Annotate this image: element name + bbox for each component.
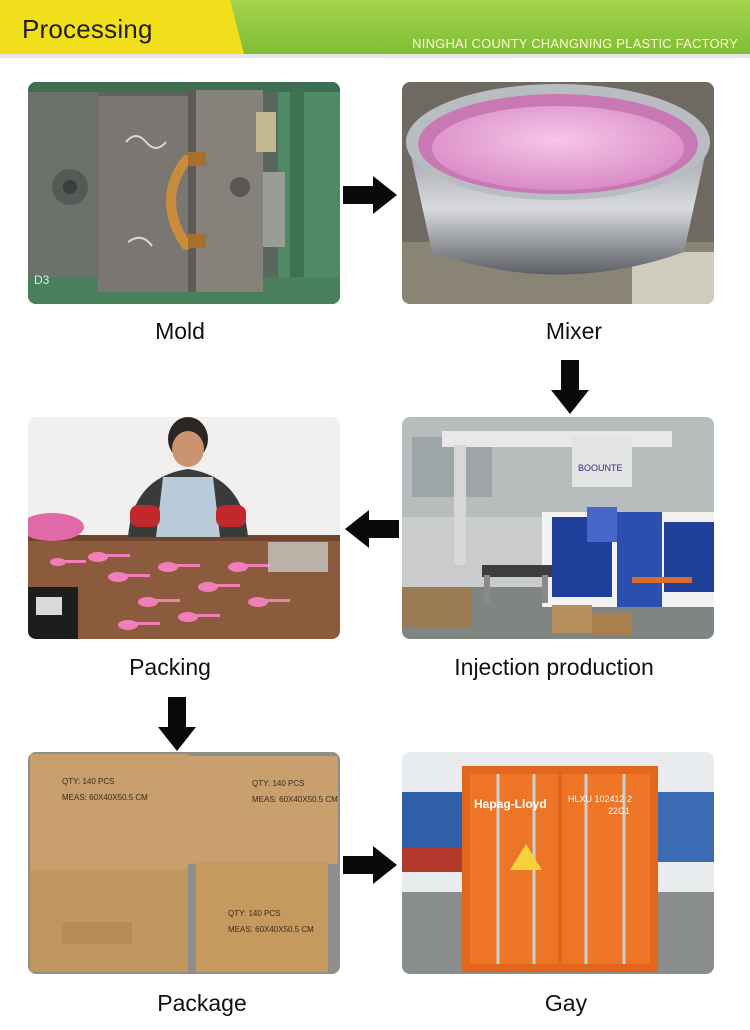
mold-photo: D3 — [28, 82, 340, 304]
arrow-down-icon — [551, 360, 589, 414]
arrow-right-icon — [343, 846, 397, 884]
page-title: Processing — [22, 14, 153, 44]
banner-background — [0, 0, 750, 58]
box-meas-1: MEAS: 60X40X50.5 CM — [62, 793, 148, 802]
arrow-right-icon — [343, 176, 397, 214]
container-photo: Hapag-Lloyd HLXU 102412 2 22G1 — [402, 752, 714, 974]
caption-container: Gay — [544, 990, 588, 1016]
container-brand: Hapag-Lloyd — [474, 797, 547, 811]
box-qty-3: QTY: 140 PCS — [228, 909, 280, 918]
machine-brand: BOOUNTE — [578, 463, 623, 473]
box-meas-3: MEAS: 60X40X50.5 CM — [228, 925, 314, 934]
box-meas-2: MEAS: 60X40X50.5 CM — [252, 795, 338, 804]
container-code: 22G1 — [608, 806, 630, 816]
injection-photo: BOOUNTE — [402, 417, 714, 639]
arrow-down-icon — [158, 697, 196, 751]
caption-mixer: Mixer — [545, 318, 603, 344]
mixer-photo — [402, 82, 714, 304]
box-qty-2: QTY: 140 PCS — [252, 779, 304, 788]
container-number: HLXU 102412 2 — [568, 794, 632, 804]
packing-photo — [28, 417, 340, 639]
mold-marking: D3 — [34, 273, 50, 287]
box-qty-1: QTY: 140 PCS — [62, 777, 114, 786]
package-photo: QTY: 140 PCS MEAS: 60X40X50.5 CM QTY: 14… — [28, 752, 340, 974]
header-banner: Processing NINGHAI COUNTY CHANGNING PLAS… — [0, 0, 750, 58]
caption-injection: Injection production — [454, 654, 654, 680]
caption-package: Package — [157, 990, 247, 1016]
factory-name: NINGHAI COUNTY CHANGNING PLASTIC FACTORY — [412, 36, 738, 51]
arrow-left-icon — [345, 510, 399, 548]
caption-packing: Packing — [129, 654, 211, 680]
caption-mold: Mold — [155, 318, 205, 344]
